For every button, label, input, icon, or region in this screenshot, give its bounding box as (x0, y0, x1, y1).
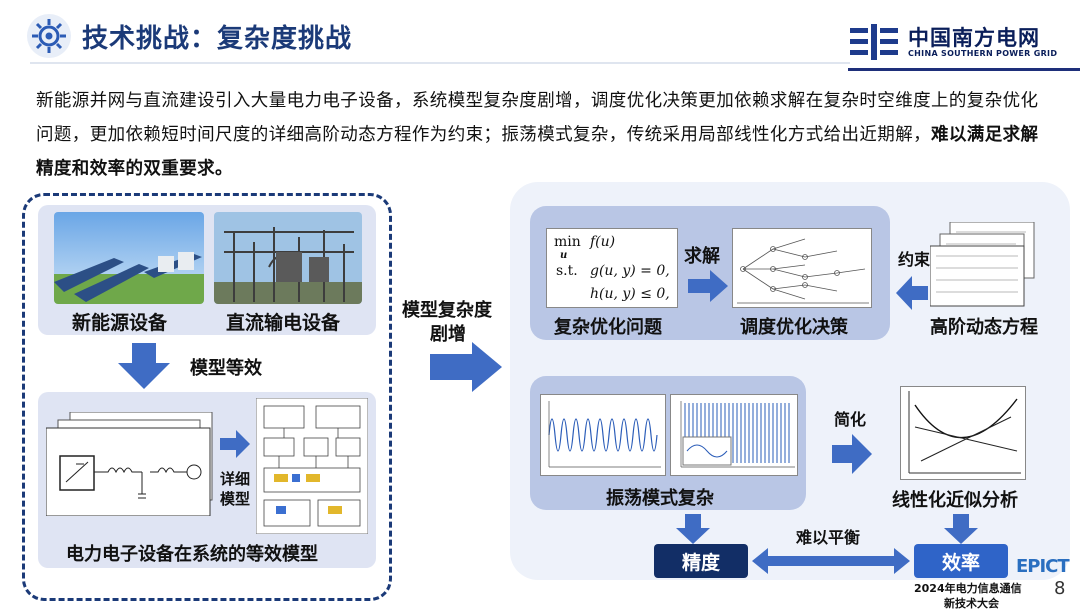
oscillation-plot-2 (670, 394, 798, 476)
complex-opt-label: 复杂优化问题 (554, 317, 662, 338)
optimization-formula: min u f(u) s.t. g(u, y) = 0, h(u, y) ≤ 0… (548, 230, 678, 308)
page-number: 8 (1054, 578, 1066, 599)
left-dashed-frame (22, 193, 392, 601)
equivalent-model-label: 电力电子设备在系统的等效模型 (66, 544, 318, 565)
title-bar: 技术挑战：复杂度挑战 (26, 10, 352, 62)
optimization-formula-box (546, 228, 678, 308)
formula-min: min (554, 234, 581, 250)
gear-icon (27, 14, 71, 58)
high-order-label: 高阶动态方程 (930, 317, 1038, 338)
model-equiv-label: 模型等效 (190, 358, 262, 379)
solve-label: 求解 (684, 246, 720, 267)
dc-label: 直流输电设备 (226, 312, 341, 334)
formula-st: s.t. (556, 263, 578, 279)
logo-text-cn: 中国南方电网 (908, 25, 1040, 50)
conference-name-1: 2024年电力信息通信 (914, 582, 1022, 595)
circuit-diagram (46, 412, 213, 516)
complexity-label-1: 模型复杂度 (402, 300, 492, 321)
linear-label: 线性化近似分析 (892, 490, 1018, 511)
dynamic-equations-stack (930, 222, 1035, 307)
solve-arrow-icon (688, 270, 728, 302)
precision-arrow-icon (676, 514, 710, 544)
big-right-arrow-icon (430, 342, 502, 392)
title-divider (30, 62, 850, 64)
formula-g: g(u, y) = 0, (590, 263, 670, 279)
intro-paragraph: 新能源并网与直流建设引入大量电力电子设备，系统模型复杂度剧增，调度优化决策更加依… (36, 84, 1056, 186)
formula-u: u (560, 250, 568, 261)
formula-objective: f(u) (590, 234, 616, 250)
efficiency-button: 效率 (914, 544, 1008, 578)
detail-label-2: 模型 (220, 490, 251, 508)
efficiency-arrow-icon (944, 514, 978, 544)
constraint-arrow-icon (896, 276, 928, 310)
grid-logo-icon (850, 24, 898, 60)
solar-photo (54, 212, 204, 304)
company-logo: 中国南方电网 CHINA SOUTHERN POWER GRID (848, 22, 1057, 62)
page-title: 技术挑战：复杂度挑战 (82, 23, 353, 54)
epict-logo-text: EPICT (1016, 556, 1070, 577)
precision-button: 精度 (654, 544, 748, 578)
balance-double-arrow-icon (752, 548, 910, 574)
conference-name-2: 新技术大会 (944, 597, 999, 610)
oscillation-label: 振荡模式复杂 (606, 488, 714, 509)
detailed-model-diagram (256, 398, 368, 534)
intro-text: 新能源并网与直流建设引入大量电力电子设备，系统模型复杂度剧增，调度优化决策更加依… (36, 91, 1039, 145)
intro-emphasis: 难以满足求解精度和效率的双重要求。 (36, 125, 1039, 179)
simplify-arrow-icon (832, 434, 872, 474)
solar-label: 新能源设备 (72, 312, 168, 334)
detail-label-1: 详细 (220, 470, 251, 488)
dispatch-label: 调度优化决策 (740, 317, 848, 338)
logo-underline (848, 68, 1080, 71)
right-arrow-small-icon (220, 430, 250, 458)
down-arrow-icon (118, 343, 170, 389)
complexity-label-2: 剧增 (430, 324, 466, 345)
logo-text-en: CHINA SOUTHERN POWER GRID (908, 48, 1058, 58)
formula-h: h(u, y) ≤ 0, (590, 286, 670, 302)
dc-transmission-photo (214, 212, 362, 304)
oscillation-plot-1 (540, 394, 666, 476)
linearization-plot (900, 386, 1026, 480)
constraint-label: 约束 (898, 250, 931, 269)
decision-tree-box (732, 228, 872, 308)
balance-label: 难以平衡 (796, 528, 861, 547)
simplify-label: 简化 (834, 410, 867, 429)
